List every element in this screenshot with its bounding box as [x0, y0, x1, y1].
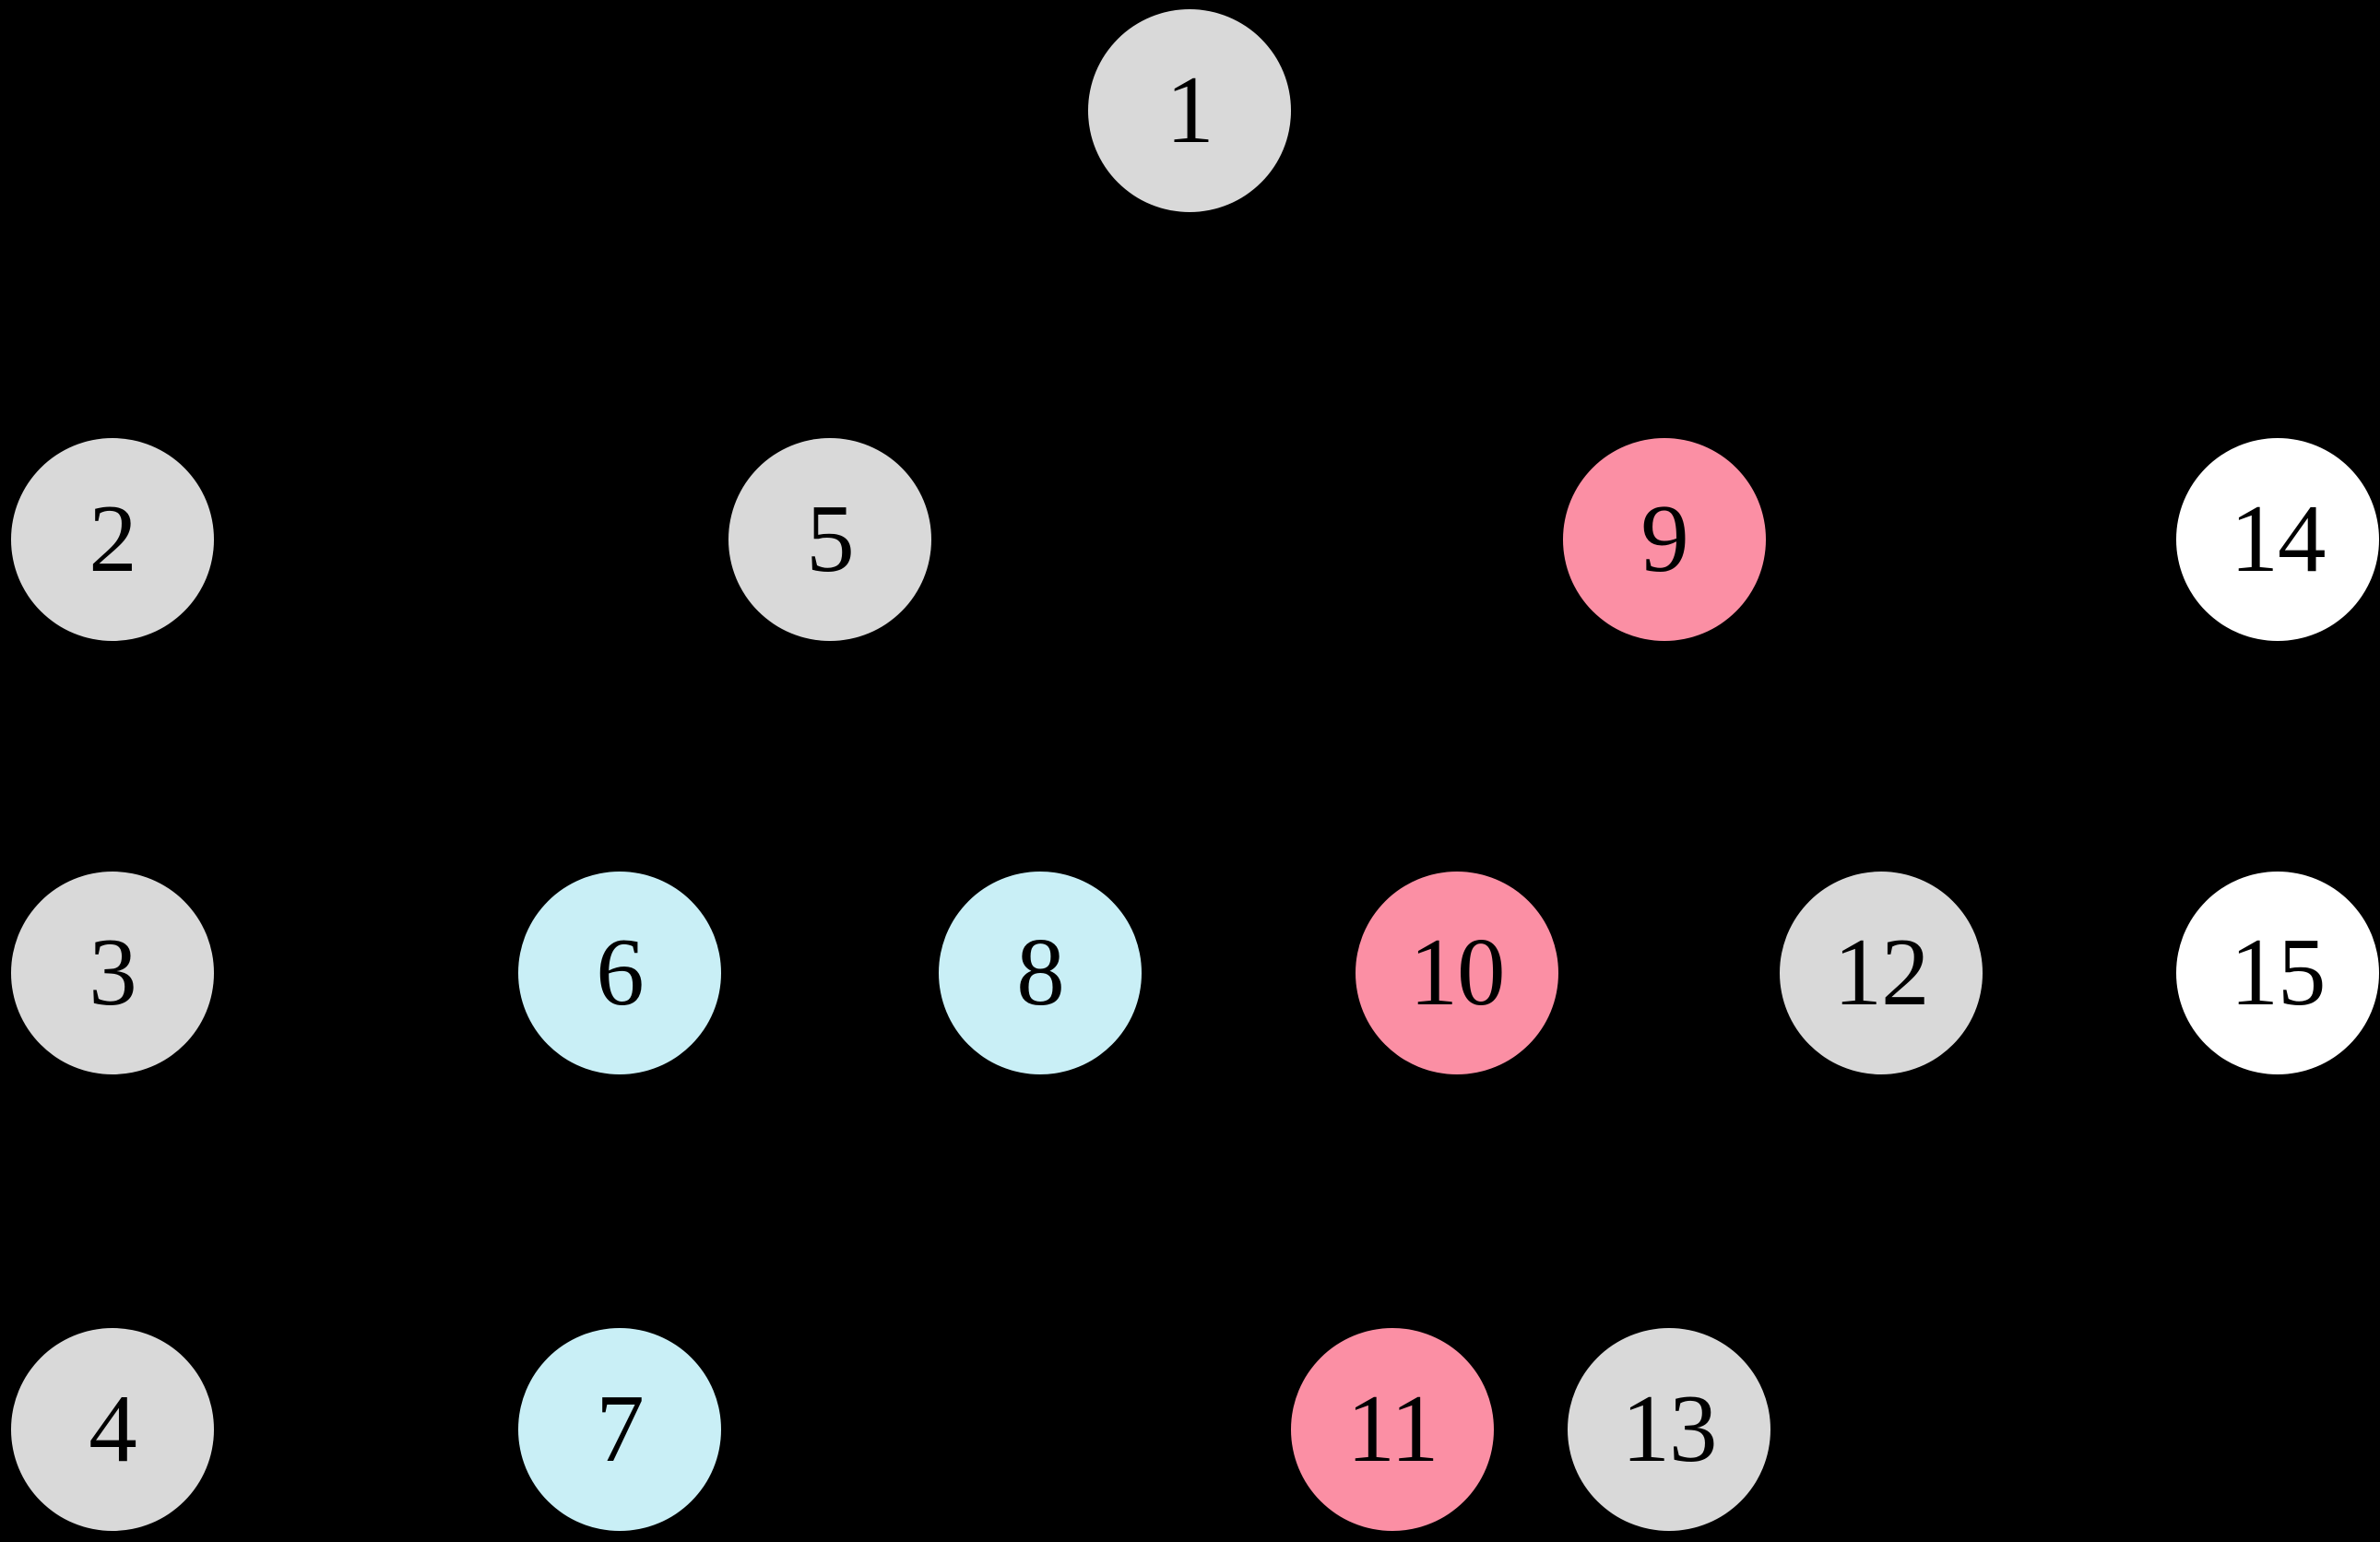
graph-node-11[interactable]: 11 — [1291, 1328, 1494, 1531]
graph-node-7[interactable]: 7 — [518, 1328, 721, 1531]
graph-node-label: 13 — [1621, 1373, 1718, 1482]
graph-node-5[interactable]: 5 — [728, 438, 931, 641]
graph-node-label: 10 — [1409, 917, 1506, 1026]
graph-node-13[interactable]: 13 — [1568, 1328, 1770, 1531]
graph-node-label: 5 — [806, 483, 854, 592]
graph-node-15[interactable]: 15 — [2176, 872, 2379, 1074]
graph-node-4[interactable]: 4 — [11, 1328, 214, 1531]
graph-node-6[interactable]: 6 — [518, 872, 721, 1074]
graph-node-label: 3 — [89, 917, 136, 1026]
graph-node-label: 15 — [2230, 917, 2327, 1026]
graph-node-2[interactable]: 2 — [11, 438, 214, 641]
graph-node-label: 11 — [1346, 1373, 1439, 1482]
graph-node-label: 7 — [596, 1373, 644, 1482]
graph-node-3[interactable]: 3 — [11, 872, 214, 1074]
graph-node-1[interactable]: 1 — [1088, 9, 1291, 212]
graph-node-label: 12 — [1833, 917, 1930, 1026]
graph-node-label: 6 — [596, 917, 644, 1026]
graph-node-label: 2 — [89, 483, 136, 592]
graph-node-label: 9 — [1640, 483, 1688, 592]
graph-node-label: 14 — [2230, 483, 2327, 592]
graph-node-label: 1 — [1166, 54, 1214, 163]
graph-node-9[interactable]: 9 — [1563, 438, 1766, 641]
graph-node-12[interactable]: 12 — [1780, 872, 1983, 1074]
graph-node-14[interactable]: 14 — [2176, 438, 2379, 641]
graph-node-10[interactable]: 10 — [1356, 872, 1558, 1074]
graph-node-label: 8 — [1016, 917, 1064, 1026]
graph-node-label: 4 — [89, 1373, 136, 1482]
graph-node-8[interactable]: 8 — [939, 872, 1142, 1074]
